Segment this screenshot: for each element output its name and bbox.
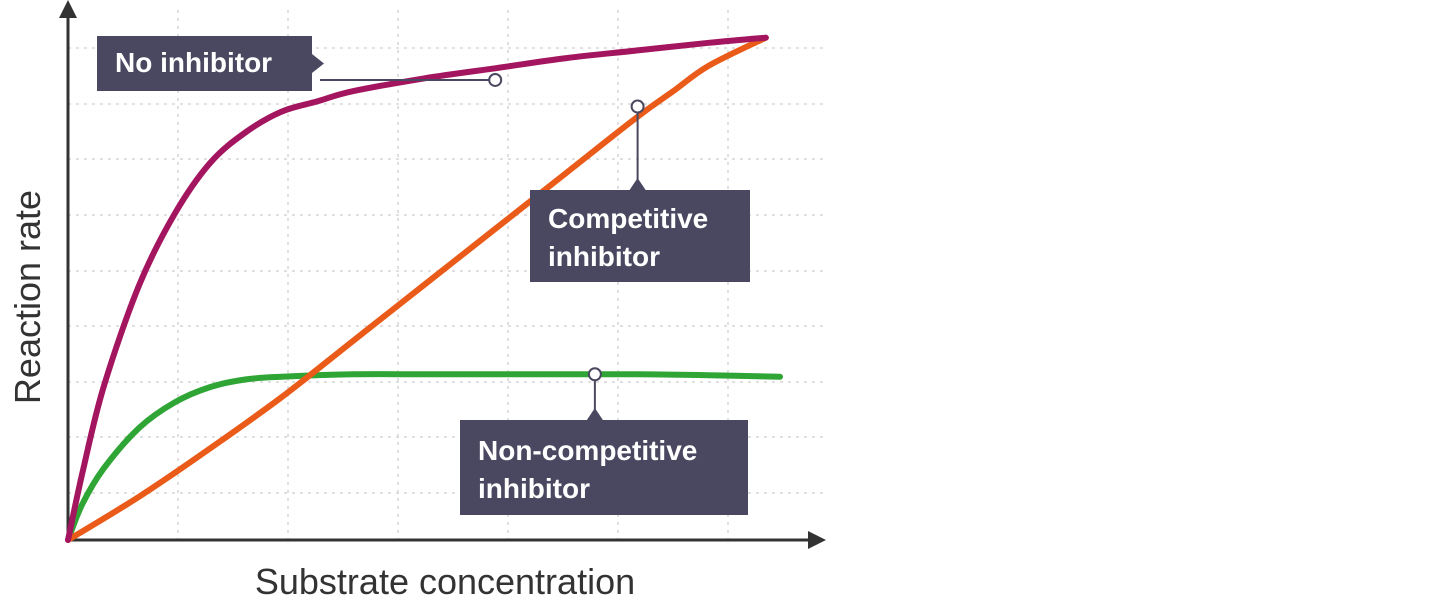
callout-box-2 — [460, 420, 748, 515]
series-layer — [65, 34, 783, 543]
grid — [68, 10, 825, 540]
series-line-2 — [65, 371, 783, 543]
callout-pointer-1 — [629, 178, 646, 190]
series-line-1 — [65, 34, 769, 543]
callout-1: Competitive inhibitor — [530, 99, 750, 282]
callout-pointer-0 — [312, 54, 324, 73]
x-axis-label: Substrate concentration — [255, 561, 635, 599]
series-line-0 — [65, 34, 769, 543]
y-axis-arrow — [59, 0, 77, 18]
callouts: No inhibitorCompetitiveinhibitorNon-comp… — [97, 36, 750, 515]
callout-text-2-0: Non-competitive — [478, 435, 697, 466]
callout-box-1 — [530, 190, 750, 282]
callout-marker-2 — [587, 367, 602, 382]
callout-0: No inhibitor — [97, 36, 503, 91]
axes — [59, 0, 826, 549]
callout-marker-0 — [488, 72, 503, 87]
callout-text-1-1: inhibitor — [548, 241, 660, 272]
callout-2: Non-competitive inhibitor — [460, 367, 748, 515]
callout-box-0 — [97, 36, 312, 91]
callout-text-1-0: Competitive — [548, 203, 708, 234]
y-axis-label: Reaction rate — [7, 190, 48, 404]
callout-marker-1 — [630, 99, 645, 114]
callout-text-0-0: No inhibitor — [115, 47, 272, 78]
callout-text-2-1: inhibitor — [478, 473, 590, 504]
callout-pointer-2 — [586, 408, 603, 420]
x-axis-arrow — [808, 531, 826, 549]
